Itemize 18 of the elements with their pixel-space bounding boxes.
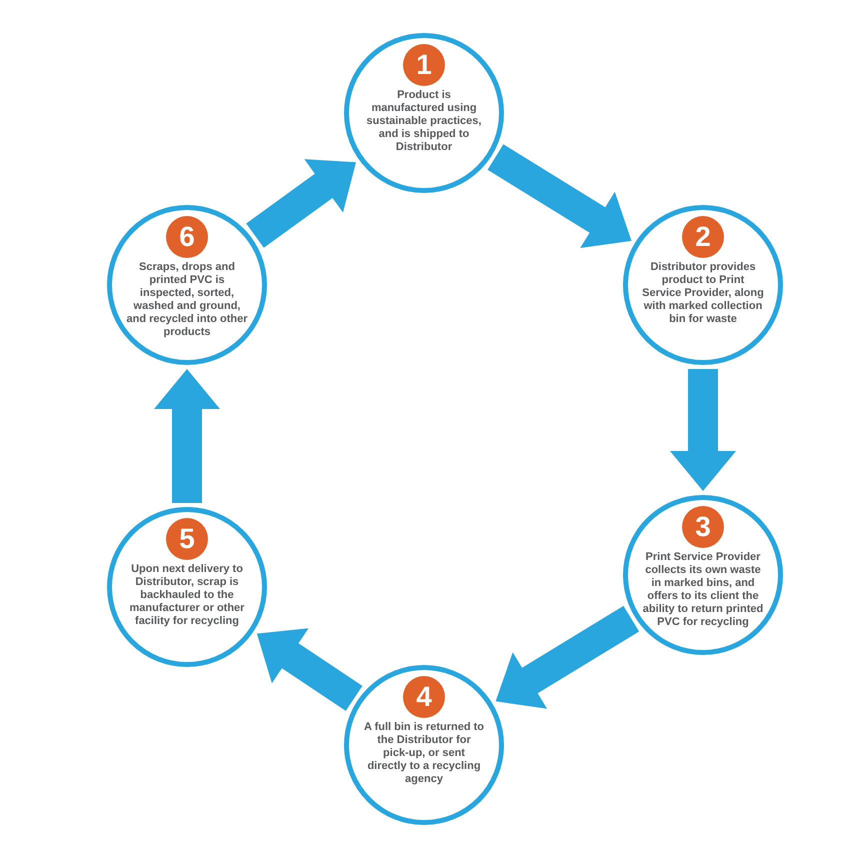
block-arrow <box>488 144 632 248</box>
step-number-badge: 2 <box>682 216 724 258</box>
step-description: A full bin is returned to the Distributor for pick-up, or sent directly to a recycling agency <box>363 721 485 786</box>
step-number-badge: 6 <box>166 216 208 258</box>
step-number-badge: 3 <box>682 506 724 548</box>
step-description: Print Service Provider collects its own waste in marked bins, and offers to its client the ability to return printed PVC for recycling <box>642 551 764 629</box>
block-arrow <box>496 606 640 709</box>
step-description: Scraps, drops and printed PVC is inspected, sorted, washed and ground, and recycled into other products <box>126 261 248 339</box>
block-arrow <box>256 628 362 711</box>
block-arrow <box>246 159 356 248</box>
step-number-badge: 4 <box>403 676 445 718</box>
block-arrow <box>670 369 736 491</box>
step-description: Distributor provides product to Print Service Provider, along with marked collection bin for waste <box>642 261 764 326</box>
step-number-badge: 1 <box>403 44 445 86</box>
step-number-badge: 5 <box>166 518 208 560</box>
block-arrow <box>154 369 220 503</box>
step-description: Product is manufactured using sustainable practices, and is shipped to Distributor <box>366 89 482 154</box>
step-description: Upon next delivery to Distributor, scrap is backhauled to the manufacturer or other facility for recycling <box>128 563 246 628</box>
